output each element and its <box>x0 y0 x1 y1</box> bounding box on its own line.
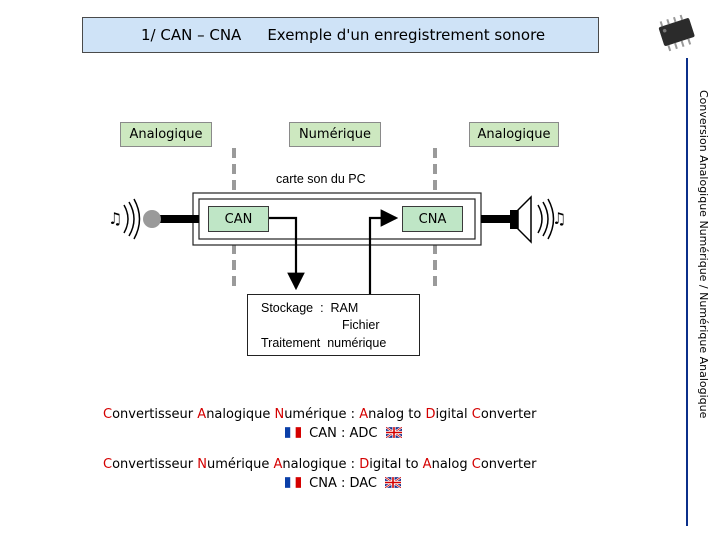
chip-icon <box>658 14 695 52</box>
music-note-icon: ♫ <box>108 209 122 228</box>
speaker-icon <box>481 195 555 244</box>
abbr-line-1: CAN : ADC <box>285 426 402 441</box>
title-text: Exemple d'un enregistrement sonore <box>267 26 546 44</box>
storage-line-2: Fichier <box>342 318 380 332</box>
can-block: CAN <box>208 206 269 232</box>
cna-block: CNA <box>402 206 463 232</box>
zone-label-analog-left: Analogique <box>120 122 212 147</box>
side-divider <box>686 58 688 526</box>
music-note-icon: ♫ <box>552 209 566 228</box>
abbr-line-2: CNA : DAC <box>285 476 402 491</box>
abbr-can-adc: CAN : ADC <box>309 426 378 441</box>
zone-label-analog-right: Analogique <box>469 122 559 147</box>
definition-line-2: Convertisseur Numérique Analogique : Dig… <box>103 457 537 472</box>
flag-uk-icon <box>385 477 402 488</box>
definition-line-1: Convertisseur Analogique Numérique : Ana… <box>103 407 537 422</box>
flag-fr-icon <box>285 427 301 438</box>
abbr-cna-dac: CNA : DAC <box>309 476 378 491</box>
storage-line-1: Stockage : RAM <box>261 301 359 315</box>
microphone-icon <box>123 198 199 240</box>
side-caption: Conversion Analogique Numérique / Numéri… <box>697 90 710 419</box>
arrow-storage-to-cna <box>368 209 399 294</box>
storage-box: Stockage : RAM Fichier Traitement numéri… <box>247 294 420 356</box>
zone-label-digital: Numérique <box>289 122 381 147</box>
flag-fr-icon <box>285 477 301 488</box>
storage-line-3: Traitement numérique <box>261 336 387 350</box>
flag-uk-icon <box>385 427 402 438</box>
title-number: 1/ CAN – CNA <box>141 26 242 44</box>
carte-label: carte son du PC <box>276 172 366 186</box>
arrow-can-to-storage <box>269 216 305 291</box>
page-title: 1/ CAN – CNA Exemple d'un enregistrement… <box>82 17 599 53</box>
